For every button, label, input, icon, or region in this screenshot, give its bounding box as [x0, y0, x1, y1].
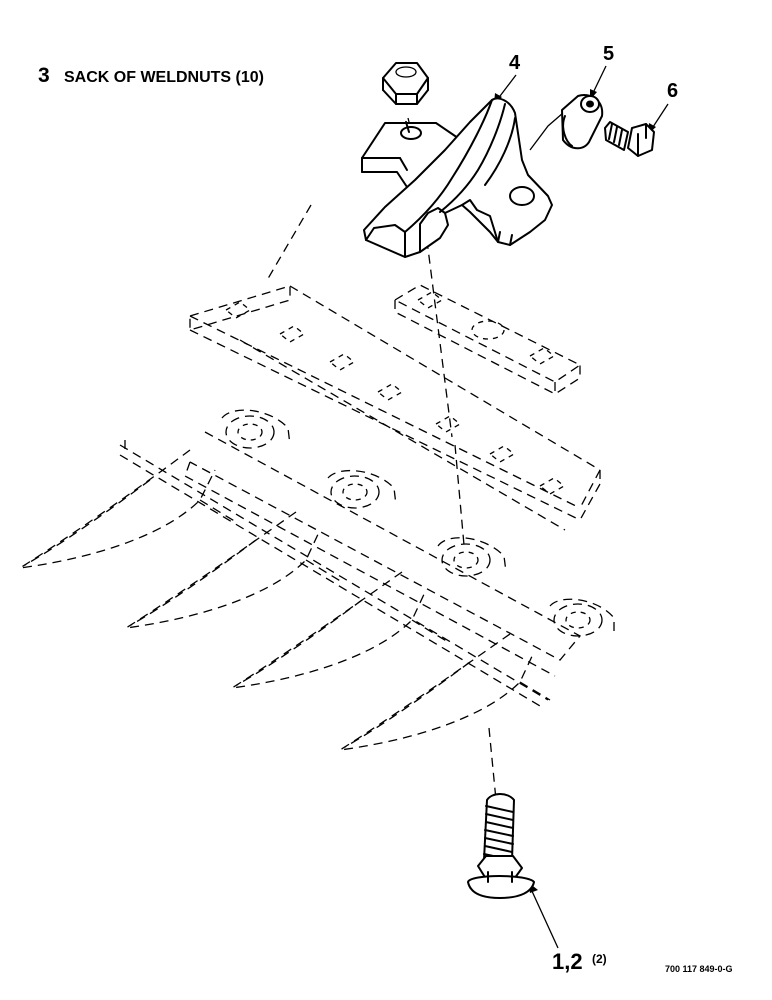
carriage-bolt [467, 793, 535, 899]
drawing-number: 700 117 849-0-G [665, 964, 733, 974]
small-bolt [604, 121, 655, 157]
callout-3-text: SACK OF WELDNUTS (10) [64, 69, 264, 86]
callout-1-2-qty: (2) [592, 952, 607, 966]
spacer-bushing [561, 94, 604, 150]
hold-down-clip [363, 97, 553, 258]
top-hex-nut [382, 62, 429, 105]
knife-guard [19, 409, 615, 751]
callout-4: 4 [509, 52, 521, 74]
back-plate [393, 284, 582, 395]
plate-holes [224, 301, 566, 495]
wear-plate-strip [189, 285, 601, 531]
callout-6: 6 [667, 80, 678, 102]
callout-5: 5 [603, 43, 614, 65]
callout-3-number: 3 [38, 64, 50, 87]
callout-1-2: 1,2 [552, 949, 583, 974]
